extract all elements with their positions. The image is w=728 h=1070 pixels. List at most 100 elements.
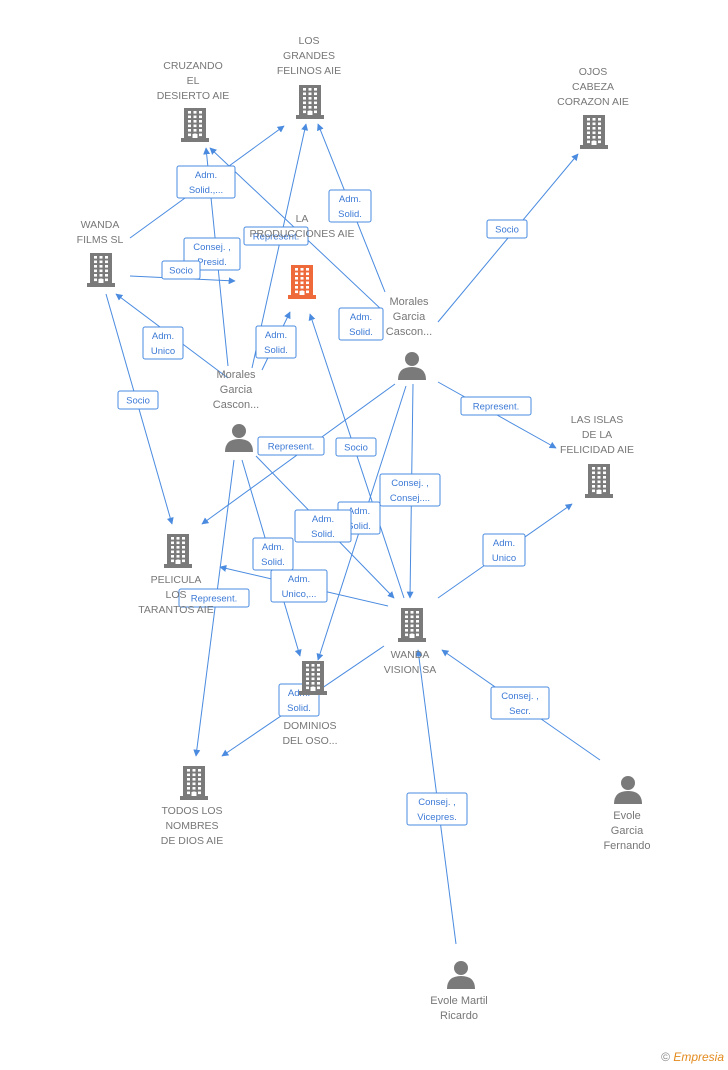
- node-label: CRUZANDO: [163, 60, 223, 72]
- edge-label[interactable]: Socio: [117, 390, 159, 410]
- node-label: CORAZON AIE: [557, 96, 629, 108]
- edge-label-text: Solid.: [261, 557, 285, 568]
- edge-label[interactable]: Represent.: [243, 226, 309, 246]
- node-label: LOS: [298, 35, 319, 47]
- node-wandavision[interactable]: WANDA VISION SA: [384, 608, 437, 676]
- edge-label-text: Adm.: [262, 542, 284, 553]
- edge-label-text: Adm.: [288, 574, 310, 585]
- edge-label[interactable]: Represent.: [257, 436, 325, 456]
- node-label: Cascon...: [386, 326, 432, 338]
- edge-label-box: [328, 189, 372, 223]
- node-label: DESIERTO AIE: [157, 90, 230, 102]
- node-label: Evole Martil: [430, 995, 487, 1007]
- edge-label-box: [460, 396, 532, 416]
- node-label: LOS: [165, 589, 186, 601]
- edge-label-text: Unico,...: [282, 589, 317, 600]
- edge-label-box: [338, 307, 384, 341]
- edge-morales2-todos: [193, 459, 235, 757]
- node-label: DOMINIOS: [283, 720, 336, 732]
- edge-label-box: [257, 436, 325, 456]
- edge-label-box: [255, 325, 297, 359]
- edge-label-text: Consej. ,: [418, 797, 456, 808]
- edge-label[interactable]: Consej. ,Consej....: [379, 473, 441, 507]
- edge-label[interactable]: Socio: [486, 219, 528, 239]
- edge-label[interactable]: Adm. Solid.: [255, 325, 297, 359]
- node-dominios[interactable]: DOMINIOS DEL OSO...: [282, 661, 338, 747]
- edge-label[interactable]: Consej. ,Secr.: [490, 686, 550, 720]
- node-label: FILMS SL: [77, 234, 124, 246]
- node-label: DE LA: [582, 429, 612, 441]
- edge-label-text: Represent.: [253, 232, 299, 243]
- edge-label[interactable]: Adm. Unico,...: [270, 569, 328, 603]
- edge-label-text: Solid.: [338, 209, 362, 220]
- edge-label[interactable]: Adm.Solid.: [338, 307, 384, 341]
- building-icon: [181, 108, 209, 142]
- node-label: FELINOS AIE: [277, 65, 341, 77]
- edge-label[interactable]: Adm. Solid.: [252, 537, 294, 571]
- node-todos[interactable]: TODOS LOS NOMBRES DE DIOS AIE: [161, 766, 223, 847]
- building-icon: [180, 766, 208, 800]
- edge-label-box: [176, 165, 236, 199]
- brand-logo-text: Empresia: [673, 1050, 724, 1064]
- node-grandes[interactable]: LOS GRANDES FELINOS AIE: [277, 35, 341, 119]
- person-icon: [225, 424, 253, 452]
- edge-label[interactable]: Represent.: [460, 396, 532, 416]
- node-morales1[interactable]: MoralesGarciaCascon...: [386, 296, 432, 380]
- edge-label-box: [486, 219, 528, 239]
- edge-label-text: Solid.,...: [189, 185, 223, 196]
- node-label: DEL OSO...: [282, 735, 337, 747]
- node-label: DE DIOS AIE: [161, 835, 223, 847]
- edge-label-text: Adm.: [265, 330, 287, 341]
- nodes-layer: CRUZANDO EL DESIERTO AIE LOS GRANDES FELINOS …: [77, 35, 651, 1022]
- edge-label[interactable]: Socio: [335, 437, 377, 457]
- node-label: WANDA: [391, 649, 430, 661]
- node-label: CABEZA: [572, 81, 614, 93]
- node-label: Ricardo: [440, 1010, 478, 1022]
- edge-label-box: [161, 260, 201, 280]
- building-icon: [585, 464, 613, 498]
- node-label: Garcia: [393, 311, 426, 323]
- edge-label[interactable]: Adm.Solid.: [328, 189, 372, 223]
- node-label: EL: [187, 75, 200, 87]
- edge-label-text: Unico: [151, 346, 175, 357]
- node-cruzando[interactable]: CRUZANDO EL DESIERTO AIE: [157, 60, 230, 142]
- edge-label-text: Solid.: [287, 703, 311, 714]
- edge-label-text: Solid.: [264, 345, 288, 356]
- node-label: Evole: [613, 810, 641, 822]
- node-label: Morales: [216, 369, 256, 381]
- node-label: LA: [296, 213, 309, 225]
- node-label: Fernando: [603, 840, 650, 852]
- node-label: VISION SA: [384, 664, 437, 676]
- edge-label-text: Adm.: [195, 170, 217, 181]
- building-icon: [398, 608, 426, 642]
- edge-label[interactable]: Adm.Unico: [482, 533, 526, 567]
- edge-label-box: [270, 569, 328, 603]
- node-label: TODOS LOS: [161, 805, 222, 817]
- building-icon: [164, 534, 192, 568]
- edge-label-text: Adm.: [152, 331, 174, 342]
- edge-label-text: Secr.: [509, 706, 531, 717]
- building-icon: [580, 115, 608, 149]
- node-label: GRANDES: [283, 50, 335, 62]
- edge-label[interactable]: Represent.: [178, 588, 250, 608]
- edge-label-box: [490, 686, 550, 720]
- edge-label[interactable]: Consej. ,Vicepres.: [406, 792, 468, 826]
- edge-label[interactable]: Adm. Unico: [142, 326, 184, 360]
- edge-label[interactable]: Adm. Solid.,...: [176, 165, 236, 199]
- node-label: NOMBRES: [165, 820, 218, 832]
- edge-label-text: Solid.: [311, 529, 335, 540]
- edge-label-text: Socio: [495, 225, 519, 236]
- footer-brand[interactable]: © Empresia: [661, 1050, 724, 1064]
- building-icon: [296, 85, 324, 119]
- edge-label[interactable]: Adm.Solid.: [294, 509, 352, 543]
- edge-label[interactable]: Socio: [161, 260, 201, 280]
- node-morales2[interactable]: MoralesGarciaCascon...: [213, 369, 259, 452]
- edge-label-text: Solid.: [349, 327, 373, 338]
